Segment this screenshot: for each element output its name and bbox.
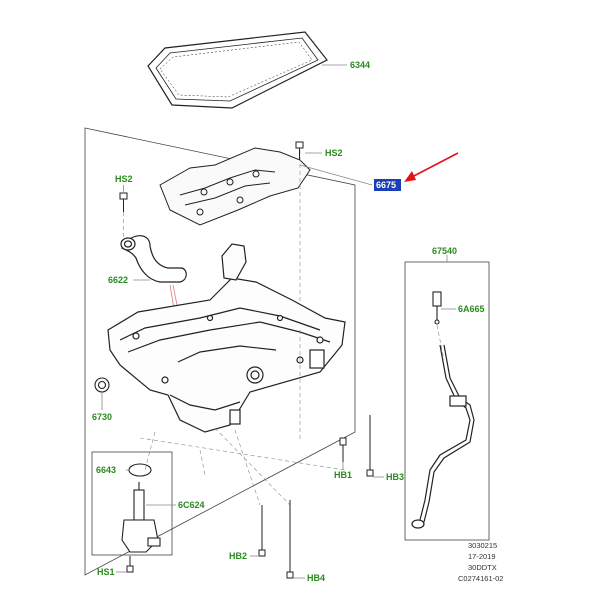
label-hs1: HS1 bbox=[97, 567, 115, 577]
ref-code-2: 17-2019 bbox=[468, 552, 496, 561]
label-hb2: HB2 bbox=[229, 551, 247, 561]
label-67540: 67540 bbox=[432, 246, 457, 256]
label-hb1: HB1 bbox=[334, 470, 352, 480]
bolt-hb1 bbox=[339, 437, 347, 462]
label-hs2-left: HS2 bbox=[115, 174, 133, 184]
label-6730: 6730 bbox=[92, 412, 112, 422]
leader-6675 bbox=[299, 164, 373, 186]
label-hs2-top: HS2 bbox=[325, 148, 343, 158]
dipstick-tube bbox=[411, 344, 475, 529]
label-6c624: 6C624 bbox=[178, 500, 205, 510]
ref-code-1: 3030215 bbox=[468, 541, 497, 550]
bolt-hb2 bbox=[258, 505, 266, 557]
bolt-hb4 bbox=[286, 500, 294, 579]
dash-dipstick bbox=[436, 324, 445, 361]
label-6675: 6675 bbox=[376, 180, 396, 190]
ref-code-4: C0274161-02 bbox=[458, 574, 503, 583]
gasket-6344 bbox=[147, 31, 328, 109]
oil-pickup-tube bbox=[120, 235, 187, 283]
drain-plug-6730 bbox=[94, 377, 110, 393]
label-6344: 6344 bbox=[350, 60, 370, 70]
oil-pan-body bbox=[107, 243, 346, 433]
ref-code-3: 30DDTX bbox=[468, 563, 497, 572]
bolt-hs2-top bbox=[295, 141, 304, 160]
red-arrow bbox=[404, 152, 459, 182]
bolt-hb3 bbox=[366, 415, 374, 477]
dipstick-6a665 bbox=[432, 291, 442, 325]
seal-ring-6643 bbox=[128, 463, 152, 477]
label-hb4: HB4 bbox=[307, 573, 325, 583]
bolt-hs2-left bbox=[119, 192, 128, 212]
label-6643: 6643 bbox=[96, 465, 116, 475]
label-hb3: HB3 bbox=[386, 472, 404, 482]
label-6a665: 6A665 bbox=[458, 304, 485, 314]
sensor-box bbox=[91, 451, 173, 556]
guide-dashes bbox=[139, 330, 346, 506]
label-6622: 6622 bbox=[108, 275, 128, 285]
baffle-plate bbox=[159, 147, 311, 226]
bolt-hs1 bbox=[126, 556, 134, 573]
oil-level-sensor-6c624 bbox=[121, 482, 161, 553]
highlight-6675-box bbox=[374, 179, 401, 191]
